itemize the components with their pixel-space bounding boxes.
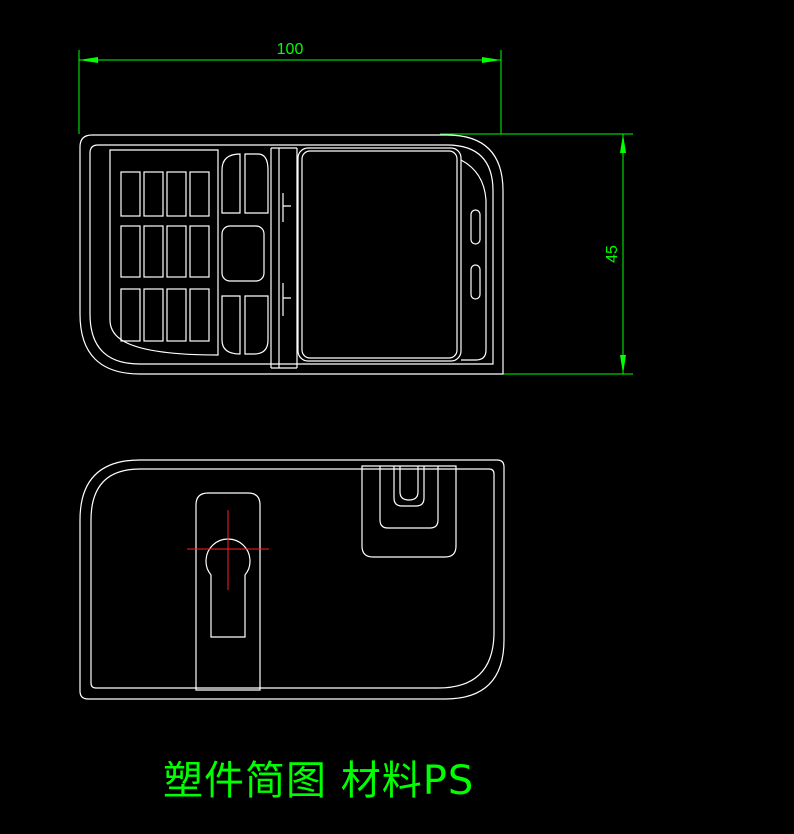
side-button-lower [470,264,481,300]
latch-notch [399,466,419,501]
keyhole-slot [205,538,251,638]
clip-slot-frame [195,492,261,691]
arrow-up-icon [620,134,626,153]
front-outer-outline [79,134,504,375]
divider-strip [270,147,298,369]
drawing-caption: 塑件简图 材料PS [163,758,475,804]
front-inner-outline [89,144,494,365]
latch-outer [361,465,457,558]
keypad-frame [109,149,219,356]
numeric-keys [120,171,210,342]
arrow-right-icon [482,57,501,63]
back-view [79,459,505,700]
latch-notch-outline [393,466,425,507]
screen-outer [301,150,458,359]
arrow-left-icon [79,57,98,63]
height-dimension: 45 [440,133,633,375]
width-dimension-label: 100 [277,41,304,58]
arrow-down-icon [620,355,626,374]
screen-frame [297,147,462,362]
side-button-upper [470,209,481,245]
side-trim [460,159,487,361]
back-inner-outline [90,468,495,689]
height-dimension-label: 45 [604,245,621,263]
latch-inner [379,466,439,529]
front-view [79,134,504,375]
width-dimension: 100 [78,41,502,134]
back-outer-outline [79,459,505,700]
navigation-keys [221,153,269,355]
